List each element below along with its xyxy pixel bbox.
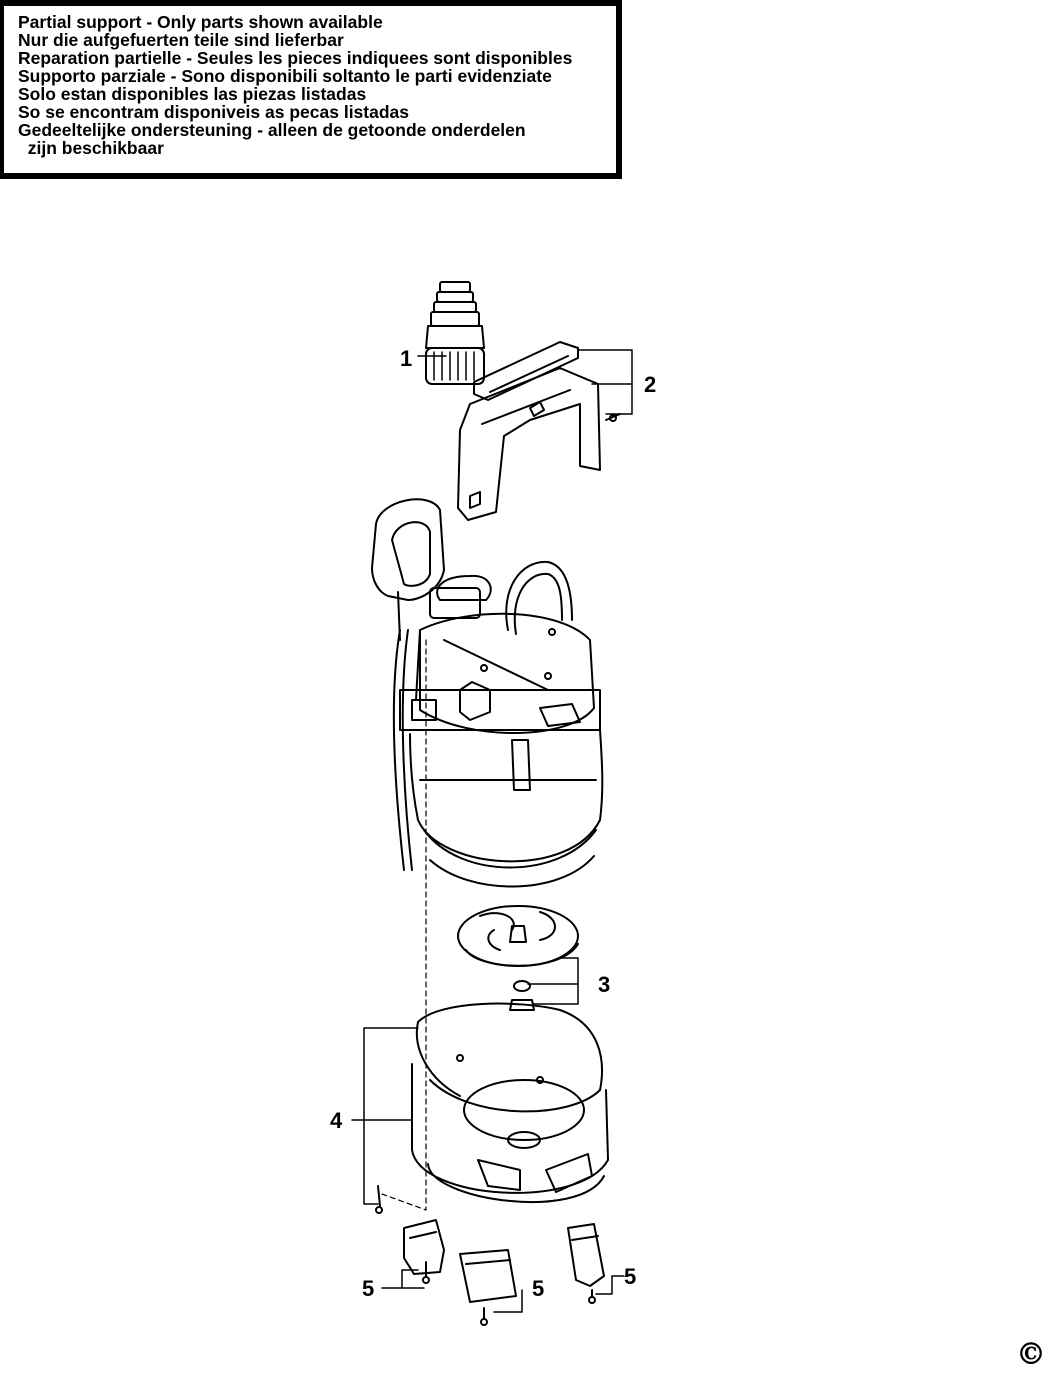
callout-3: 3 bbox=[598, 972, 610, 997]
copyright-symbol: © bbox=[1016, 1337, 1046, 1372]
callout-2: 2 bbox=[644, 372, 656, 397]
notice-line-nl-cont: zijn beschikbaar bbox=[18, 138, 164, 158]
leader-lines bbox=[351, 349, 633, 1313]
callout-4: 4 bbox=[330, 1108, 343, 1133]
notice-line-fr: Reparation partielle - Seules les pieces… bbox=[18, 48, 573, 68]
notice-line-nl: Gedeeltelijke ondersteuning - alleen de … bbox=[18, 120, 526, 140]
notice-line-es: Solo estan disponibles las piezas listad… bbox=[18, 84, 367, 104]
pump-motor-housing bbox=[371, 498, 604, 888]
callout-1: 1 bbox=[400, 346, 412, 371]
callout-5-middle: 5 bbox=[532, 1276, 544, 1301]
notice-line-de: Nur die aufgefuerten teile sind lieferba… bbox=[18, 30, 344, 50]
part-1-hose-connector bbox=[425, 281, 485, 385]
callout-5-left: 5 bbox=[362, 1276, 374, 1301]
part-2-handle bbox=[457, 341, 621, 521]
notice-line-it: Supporto parziale - Sono disponibili sol… bbox=[18, 66, 552, 86]
assembly-axis-line bbox=[381, 639, 427, 1211]
callout-5-right: 5 bbox=[624, 1264, 636, 1289]
part-4-base bbox=[375, 1002, 609, 1214]
part-5-feet bbox=[403, 1219, 605, 1326]
notice-line-pt: So se encontram disponiveis as pecas lis… bbox=[18, 102, 409, 122]
notice-line-en: Partial support - Only parts shown avail… bbox=[18, 12, 383, 32]
partial-support-notice: Partial support - Only parts shown avail… bbox=[0, 0, 622, 179]
part-3-impeller bbox=[457, 905, 579, 1011]
